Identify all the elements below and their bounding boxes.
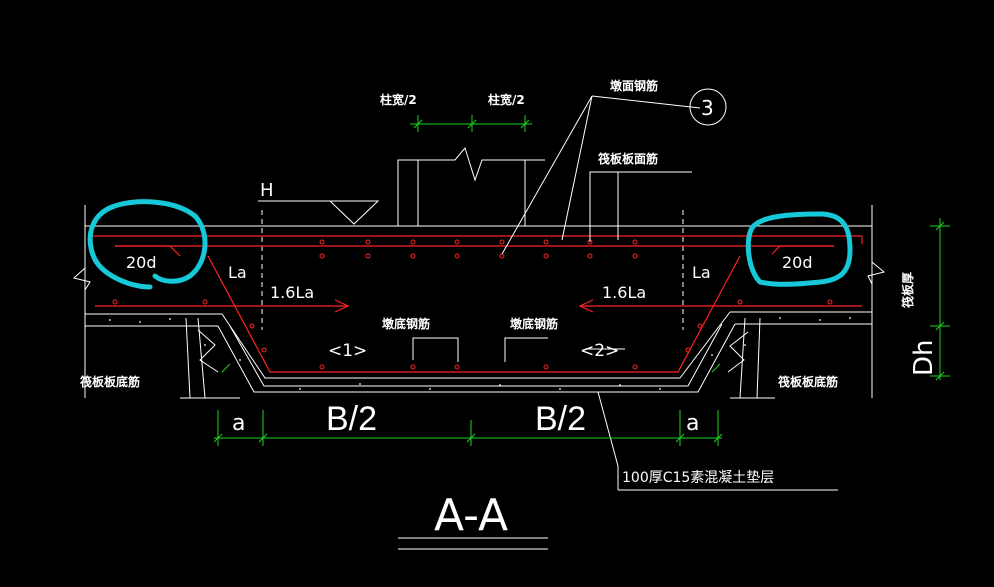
leader-lines — [412, 95, 838, 491]
raft-bottom-right-label: 筏板板底筋 — [778, 374, 838, 389]
column-half-left-label: 柱宽/2 — [380, 92, 417, 107]
dim-a-right-label: a — [686, 411, 699, 436]
la-left-label: La — [228, 263, 247, 282]
highlight-right-annotation — [745, 211, 853, 287]
dim-a-left-label: a — [232, 411, 245, 436]
anchor-right-label: 20d — [782, 253, 813, 272]
dim-b-left-label: B/2 — [326, 400, 377, 438]
lap-right-label: 1.6La — [602, 283, 646, 302]
cushion-note-label: 100厚C15素混凝土垫层 — [622, 470, 774, 486]
concrete-hatch — [109, 317, 851, 390]
la-right-label: La — [692, 263, 711, 282]
dh-label: Dh — [909, 340, 939, 377]
dim-b-right-label: B/2 — [535, 400, 586, 438]
h-mark-label: H — [260, 180, 274, 201]
section-title: A-A — [434, 490, 508, 541]
highlight-left-annotation — [87, 199, 208, 290]
pit-top-rebar-label: 墩面钢筋 — [610, 78, 658, 93]
column-half-right-label: 柱宽/2 — [488, 92, 525, 107]
pit-bottom-rebar-label-1: 墩底钢筋 — [382, 316, 430, 331]
bar-1-label: <1> — [328, 341, 367, 361]
bar-2-label: <2> — [580, 341, 619, 361]
anchor-left-label: 20d — [126, 253, 157, 272]
rebar-layout — [91, 235, 863, 373]
raft-bottom-left-label: 筏板板底筋 — [80, 374, 140, 389]
dimension-lines — [213, 115, 950, 446]
lap-left-label: 1.6La — [270, 283, 314, 302]
raft-thickness-label: 筏板厚 — [900, 272, 915, 308]
callout-number: 3 — [701, 96, 714, 120]
pit-bottom-rebar-label-2: 墩底钢筋 — [510, 316, 558, 331]
callout-circle — [689, 88, 727, 126]
raft-top-rebar-label: 筏板板面筋 — [598, 151, 658, 166]
